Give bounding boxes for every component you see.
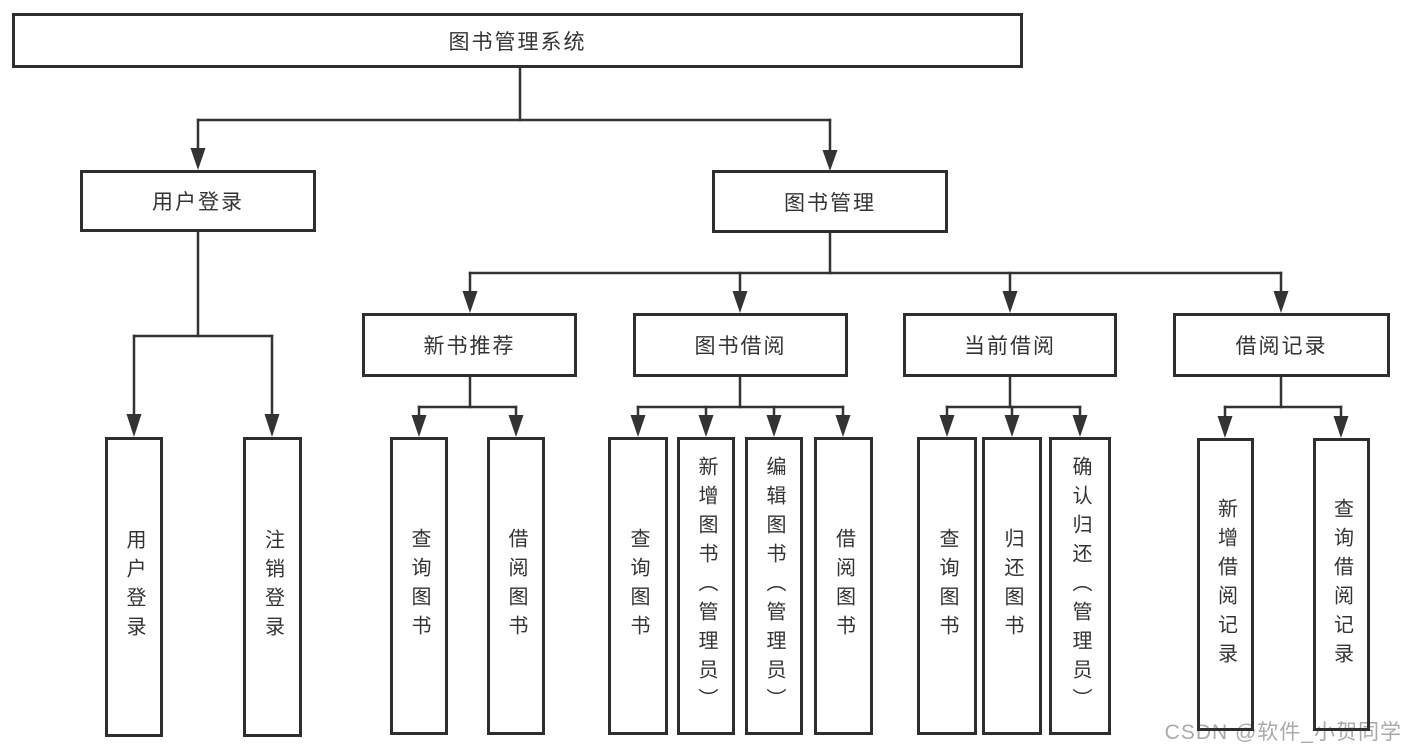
arrow-down-icon [508,415,524,437]
arrowheads [126,148,1349,438]
tree-edges [132,64,1343,419]
node-new-books-label: 新书推荐 [423,335,516,358]
arrow-down-icon [630,415,646,437]
arrow-down-icon [835,415,851,437]
node-new-books: 新书推荐 [362,313,577,377]
arrow-down-icon [126,414,142,437]
leaf-return-books: 归还图书 [982,437,1042,735]
leaf-label: 用户登录 [123,529,145,645]
arrow-down-icon [766,415,782,437]
leaf-label: 新增图书（管理员） [695,455,717,717]
leaf-label: 查询图书 [936,528,958,644]
node-book-mgmt: 图书管理 [712,170,948,233]
leaf-label: 新增借阅记录 [1214,497,1237,672]
node-borrow-records: 借阅记录 [1173,313,1390,377]
arrow-down-icon [462,291,478,313]
node-user-login: 用户登录 [80,170,316,232]
leaf-label: 借阅图书 [505,528,527,644]
arrow-down-icon [1333,416,1349,438]
leaf-borrow-books-1: 借阅图书 [487,437,545,735]
arrow-down-icon [732,291,748,313]
arrow-down-icon [822,150,838,171]
leaf-query-books-1: 查询图书 [390,437,448,735]
arrow-down-icon [1002,291,1018,313]
leaf-label: 借阅图书 [832,528,855,644]
node-user-login-label: 用户登录 [152,191,244,214]
leaf-label: 编辑图书（管理员） [763,455,785,717]
arrow-down-icon [698,415,714,437]
arrow-down-icon [1004,415,1020,437]
node-borrow-records-label: 借阅记录 [1235,335,1328,358]
leaf-edit-books-admin: 编辑图书（管理员） [745,437,803,735]
arrow-down-icon [1072,415,1088,437]
arrow-down-icon [1217,416,1233,438]
node-current-borrow-label: 当前借阅 [964,335,1056,358]
leaf-label: 确认归还（管理员） [1069,455,1091,717]
leaf-label: 查询图书 [408,528,430,644]
leaf-label: 查询借阅记录 [1330,497,1353,672]
node-root-label: 图书管理系统 [448,30,587,54]
arrow-down-icon [190,148,206,170]
arrow-down-icon [411,415,427,437]
leaf-logout: 注销登录 [243,437,302,737]
leaf-user-login: 用户登录 [105,437,163,737]
leaf-query-books-3: 查询图书 [917,437,977,735]
leaf-label: 查询图书 [627,528,649,644]
node-book-borrow: 图书借阅 [633,313,848,377]
node-current-borrow: 当前借阅 [903,313,1117,377]
leaf-query-borrow-record: 查询借阅记录 [1313,438,1370,731]
leaf-confirm-return-admin: 确认归还（管理员） [1049,437,1111,735]
leaf-add-books-admin: 新增图书（管理员） [677,437,735,735]
arrow-down-icon [939,415,955,437]
arrow-down-icon [1273,291,1289,313]
csdn-watermark: CSDN @软件_小贺同学 [1164,721,1402,744]
leaf-label: 注销登录 [261,529,284,645]
leaf-query-books-2: 查询图书 [608,437,668,735]
leaf-add-borrow-record: 新增借阅记录 [1197,438,1254,731]
node-book-borrow-label: 图书借阅 [694,335,787,358]
leaf-label: 归还图书 [1001,528,1023,644]
leaf-borrow-books-2: 借阅图书 [814,437,873,735]
arrow-down-icon [264,414,280,437]
node-book-mgmt-label: 图书管理 [784,191,876,215]
node-root: 图书管理系统 [12,13,1023,68]
